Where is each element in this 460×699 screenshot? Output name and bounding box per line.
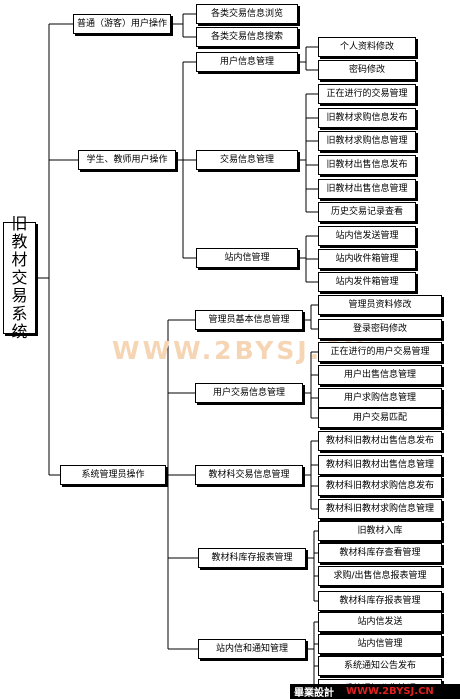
leaf-node: 站内信发送管理 <box>318 226 416 246</box>
category-node-label: 各类交易信息搜索 <box>210 31 283 42</box>
leaf-node: 站内信管理 <box>318 634 442 654</box>
leaf-node-label: 管理员资料修改 <box>348 299 412 310</box>
leaf-node-label: 个人资料修改 <box>339 41 394 52</box>
leaf-node: 登录密码修改 <box>318 319 442 339</box>
leaf-node: 正在进行的交易管理 <box>318 84 416 104</box>
group-node-label: 普通（游客）用户操作 <box>76 18 167 29</box>
footer-banner: 畢業設計 WWW.2BYSJ.CN <box>290 684 460 699</box>
group-node: 系统管理员操作 <box>60 465 166 485</box>
leaf-node-label: 教材科旧教材出售信息管理 <box>325 459 434 470</box>
category-node-label: 管理员基本信息管理 <box>208 314 290 325</box>
leaf-node-label: 站内收件箱管理 <box>335 253 399 264</box>
category-node: 教材科交易信息管理 <box>195 465 303 485</box>
leaf-node: 教材科库存查看管理 <box>318 543 442 563</box>
leaf-node: 站内发件箱管理 <box>318 272 416 292</box>
leaf-node-label: 系统通知公告发布 <box>343 660 416 671</box>
leaf-node-label: 用户求购信息管理 <box>343 392 416 403</box>
category-node-label: 教材科库存报表管理 <box>211 552 293 563</box>
leaf-node-label: 教材科库存查看管理 <box>339 547 421 558</box>
leaf-node: 用户求购信息管理 <box>318 388 442 408</box>
leaf-node-label: 正在进行的用户交易管理 <box>330 346 430 357</box>
leaf-node-label: 教材科旧教材出售信息发布 <box>325 435 434 446</box>
leaf-node: 站内收件箱管理 <box>318 249 416 269</box>
leaf-node: 密码修改 <box>318 60 416 80</box>
leaf-node-label: 用户出售信息管理 <box>343 369 416 380</box>
leaf-node: 正在进行的用户交易管理 <box>318 342 442 362</box>
footer-left-text: 畢業設計 <box>294 688 334 699</box>
leaf-node-label: 历史交易记录查看 <box>330 206 403 217</box>
leaf-node-label: 旧教材出售信息发布 <box>326 159 408 170</box>
group-node: 普通（游客）用户操作 <box>73 14 171 34</box>
leaf-node-label: 旧教材出售信息管理 <box>326 183 408 194</box>
category-node: 用户交易信息管理 <box>195 383 303 403</box>
leaf-node: 教材科旧教材出售信息管理 <box>318 455 442 475</box>
category-node-label: 站内信管理 <box>224 252 270 263</box>
leaf-node: 旧教材出售信息发布 <box>318 155 416 175</box>
leaf-node: 旧教材出售信息管理 <box>318 179 416 199</box>
root-node-title: 旧教材交易系统 <box>3 215 36 340</box>
category-node: 各类交易信息搜索 <box>196 27 298 47</box>
leaf-node: 教材科旧教材出售信息发布 <box>318 431 442 451</box>
leaf-node: 旧教材求购信息管理 <box>318 131 416 151</box>
group-node-label: 系统管理员操作 <box>81 469 145 480</box>
leaf-node-label: 教材科旧教材求购信息发布 <box>325 480 434 491</box>
category-node-label: 站内信和通知管理 <box>215 643 288 654</box>
leaf-node-label: 站内信发送管理 <box>335 230 399 241</box>
category-node-label: 交易信息管理 <box>219 154 274 165</box>
leaf-node-label: 教材科旧教材求购信息管理 <box>325 503 434 514</box>
leaf-node: 教材科旧教材求购信息发布 <box>318 476 442 496</box>
group-node: 学生、教师用户操作 <box>78 150 176 170</box>
leaf-node: 用户出售信息管理 <box>318 365 442 385</box>
leaf-node-label: 旧教材求购信息管理 <box>326 135 408 146</box>
leaf-node-label: 站内信管理 <box>357 638 403 649</box>
leaf-node: 管理员资料修改 <box>318 295 442 315</box>
leaf-node-label: 旧教材入库 <box>357 525 403 536</box>
leaf-node-label: 教材科库存报表管理 <box>339 595 421 606</box>
leaf-node: 个人资料修改 <box>318 37 416 57</box>
footer-right-text: WWW.2BYSJ.CN <box>346 686 434 697</box>
root-title-text: 旧教材交易系统 <box>11 214 28 341</box>
category-node-label: 用户交易信息管理 <box>212 387 285 398</box>
leaf-node: 教材科库存报表管理 <box>318 591 442 611</box>
category-node: 教材科库存报表管理 <box>198 548 306 568</box>
leaf-node-label: 密码修改 <box>348 64 385 75</box>
category-node: 各类交易信息浏览 <box>196 4 298 24</box>
category-node: 管理员基本信息管理 <box>195 310 303 330</box>
leaf-node: 求购/出售信息报表管理 <box>318 566 442 586</box>
leaf-node: 旧教材求购信息发布 <box>318 108 416 128</box>
category-node: 交易信息管理 <box>196 150 298 170</box>
leaf-node: 用户交易匹配 <box>318 408 442 428</box>
leaf-node: 教材科旧教材求购信息管理 <box>318 499 442 519</box>
category-node-label: 教材科交易信息管理 <box>208 469 290 480</box>
category-node: 站内信管理 <box>196 248 298 268</box>
leaf-node-label: 求购/出售信息报表管理 <box>333 570 427 581</box>
leaf-node: 站内信发送 <box>318 612 442 632</box>
category-node: 站内信和通知管理 <box>198 639 306 659</box>
leaf-node-label: 用户交易匹配 <box>352 412 407 423</box>
leaf-node: 旧教材入库 <box>318 521 442 541</box>
leaf-node-label: 旧教材求购信息发布 <box>326 112 408 123</box>
leaf-node-label: 站内发件箱管理 <box>335 276 399 287</box>
group-node-label: 学生、教师用户操作 <box>86 154 168 165</box>
category-node-label: 用户信息管理 <box>219 56 274 67</box>
leaf-node: 系统通知公告发布 <box>318 656 442 676</box>
leaf-node-label: 正在进行的交易管理 <box>326 88 408 99</box>
category-node-label: 各类交易信息浏览 <box>210 8 283 19</box>
leaf-node-label: 站内信发送 <box>357 616 403 627</box>
leaf-node-label: 登录密码修改 <box>352 323 407 334</box>
category-node: 用户信息管理 <box>196 52 298 72</box>
leaf-node: 历史交易记录查看 <box>318 202 416 222</box>
